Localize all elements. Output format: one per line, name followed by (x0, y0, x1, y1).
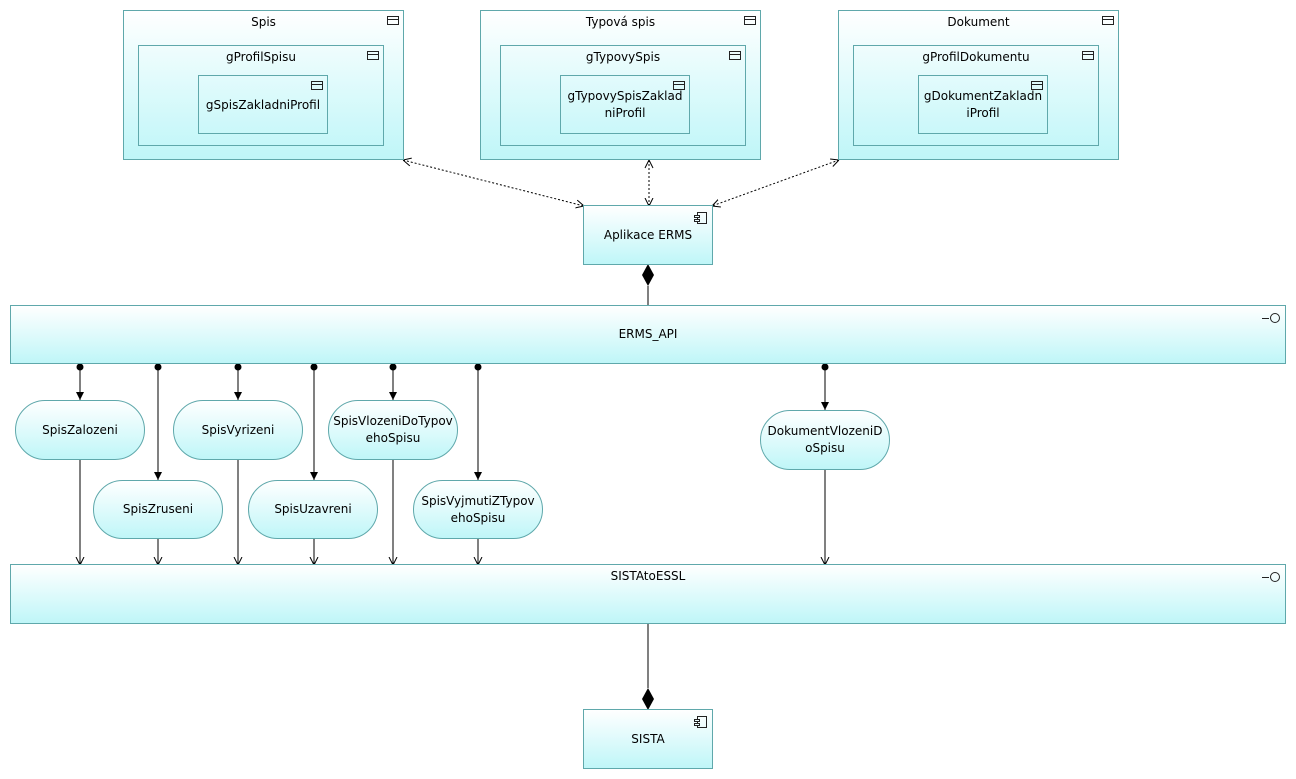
business-object-icon (673, 81, 685, 90)
group-typova-spis-label: Typová spis (585, 15, 656, 29)
api-to-services (76, 363, 829, 480)
service-spisvyrizeni[interactable]: SpisVyrizeni (173, 400, 303, 460)
interface-icon (1262, 572, 1280, 584)
object-gspiszakladniprofil-label: gSpisZakladniProfil (205, 98, 321, 112)
composition-diamond-erms (642, 264, 654, 286)
service-spisuzavreni[interactable]: SpisUzavreni (248, 480, 378, 539)
business-object-icon (387, 16, 399, 25)
access-spis-erms (403, 160, 584, 206)
object-gspiszakladniprofil[interactable]: gSpisZakladniProfil (198, 75, 328, 134)
service-spisvyjmutiztypovehospisu-label: SpisVyjmutiZTypovehoSpisu (421, 493, 535, 525)
interface-sistatoessl[interactable]: SISTAtoESSL (10, 564, 1286, 624)
interface-icon (1262, 313, 1280, 325)
group-gprofilspisu-label: gProfilSpisu (226, 50, 296, 64)
application-component-icon (694, 212, 707, 224)
group-spis-label: Spis (251, 15, 276, 29)
business-object-icon (311, 81, 323, 90)
group-dokument[interactable]: Dokument (838, 10, 1119, 160)
group-typova-spis[interactable]: Typová spis (480, 10, 761, 160)
service-spiszalozeni[interactable]: SpisZalozeni (15, 400, 145, 460)
object-gtypovyspiszakladniprofil[interactable]: gTypovySpisZakladniProfil (560, 75, 690, 134)
group-dokument-label: Dokument (947, 15, 1010, 29)
group-gprofildokumentu-label: gProfilDokumentu (922, 50, 1030, 64)
composition-diamond-sista (642, 688, 654, 710)
access-dokument-erms (712, 160, 839, 206)
object-gdokumentzakladniprofil-label: gDokumentZakladniProfil (923, 88, 1043, 120)
service-spisvyrizeni-label: SpisVyrizeni (201, 422, 275, 437)
component-sista[interactable]: SISTA (583, 709, 713, 769)
component-aplikace-erms[interactable]: Aplikace ERMS (583, 205, 713, 265)
group-gprofilspisu[interactable]: gProfilSpisu (138, 45, 384, 146)
service-dokumentvlozenidospisu-label: DokumentVlozeniDoSpisu (767, 424, 883, 455)
component-aplikace-erms-label: Aplikace ERMS (603, 227, 693, 242)
service-spiszalozeni-label: SpisZalozeni (42, 422, 118, 437)
business-object-icon (729, 51, 741, 60)
service-spisuzavreni-label: SpisUzavreni (274, 502, 352, 516)
business-object-icon (367, 51, 379, 60)
service-spiszruseni-label: SpisZruseni (122, 502, 194, 516)
group-gtypovyspis-label: gTypovySpis (585, 50, 661, 64)
business-object-icon (744, 16, 756, 25)
service-spisvlozenidotypovehospisu[interactable]: SpisVlozeniDoTypovehoSpisu (328, 400, 458, 460)
object-gtypovyspiszakladniprofil-label: gTypovySpisZakladniProfil (567, 88, 683, 120)
service-spisvyjmutiztypovehospisu[interactable]: SpisVyjmutiZTypovehoSpisu (413, 480, 543, 539)
group-spis[interactable]: Spis (123, 10, 404, 160)
group-gprofildokumentu[interactable]: gProfilDokumentu (853, 45, 1099, 146)
object-gdokumentzakladniprofil[interactable]: gDokumentZakladniProfil (918, 75, 1048, 134)
service-dokumentvlozenidospisu[interactable]: DokumentVlozeniDoSpisu (760, 410, 890, 470)
interface-sistatoessl-label: SISTAtoESSL (610, 569, 686, 583)
service-spisvlozenidotypovehospisu-label: SpisVlozeniDoTypovehoSpisu (333, 414, 453, 445)
business-object-icon (1102, 16, 1114, 25)
service-spiszruseni[interactable]: SpisZruseni (93, 480, 223, 539)
business-object-icon (1082, 51, 1094, 60)
interface-erms-api-label: ERMS_API (618, 327, 678, 341)
business-object-icon (1031, 81, 1043, 90)
component-sista-label: SISTA (631, 731, 665, 746)
interface-erms-api[interactable]: ERMS_API (10, 305, 1286, 364)
services-to-essl (80, 460, 825, 565)
application-component-icon (694, 716, 707, 728)
group-gtypovyspis[interactable]: gTypovySpis (500, 45, 746, 146)
